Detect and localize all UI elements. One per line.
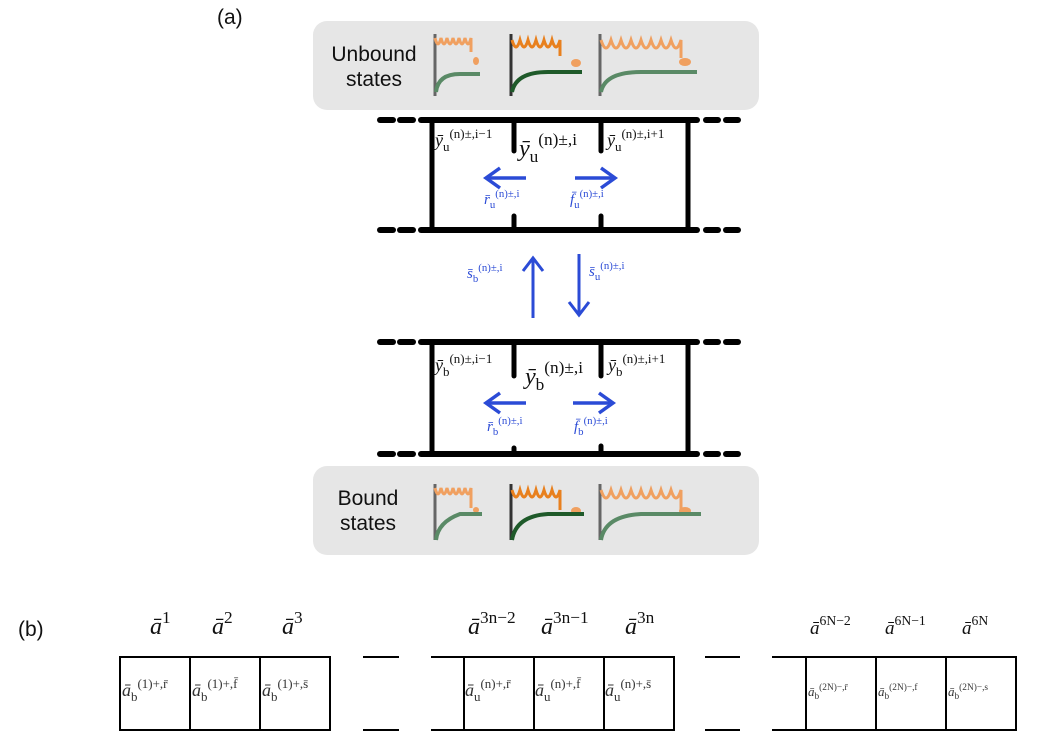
y-unbound-right-label: ȳu(n)±,i+1 (607, 125, 665, 154)
unbound-label-line2: states (345, 68, 403, 91)
panel-b-label: (b) (18, 618, 44, 641)
bound-states-box: Bound states (313, 466, 759, 555)
f-unbound-rate-label: f̄u(n)±,i (570, 187, 604, 211)
left-arrow-icon (482, 166, 526, 190)
array-index-header: ā3 (282, 607, 303, 640)
r-bound-rate-label: r̄b(n)±,i (487, 414, 523, 438)
array-cell: āu(n)+,f̄ (535, 675, 581, 704)
spring-potential-icon-small (433, 34, 480, 96)
y-unbound-center-label: ȳu(n)±,i (519, 129, 578, 167)
ellipsis-gap-2 (705, 656, 740, 731)
r-unbound-rate-label: r̄u(n)±,i (484, 187, 520, 211)
unbound-states-label: Unbound states (319, 42, 429, 92)
y-bound-left-label: ȳb(n)±,i−1 (435, 350, 493, 379)
f-bound-rate-label: f̄b(n)±,i (574, 414, 608, 438)
y-bound-right-label: ȳb(n)±,i+1 (608, 350, 666, 379)
bound-states-label: Bound states (313, 486, 423, 536)
unbound-label-line1: Unbound (331, 43, 417, 66)
array-index-header: ā3n−1 (541, 607, 589, 640)
array-cell: āu(n)+,r̄ (465, 675, 511, 704)
left-arrow-icon (482, 391, 526, 415)
up-arrow-icon (521, 255, 545, 318)
array-group-1 (119, 656, 331, 731)
spring-potential-icon-large (598, 484, 701, 541)
array-index-header: ā1 (150, 607, 171, 640)
array-box (463, 656, 675, 731)
array-index-header: ā6N−2 (810, 613, 851, 639)
array-index-header: ā6N (962, 613, 989, 639)
s-bound-rate-label: s̄b(n)±,i (467, 261, 503, 285)
array-cell: āb(2N)−,f (878, 682, 918, 703)
bound-label-line1: Bound (337, 487, 399, 510)
array-box (805, 656, 1017, 731)
array-cell: āb(1)+,r̄ (122, 675, 168, 704)
spring-potential-icon-small (433, 484, 482, 541)
array-cell: āb(1)+,s̄ (262, 675, 309, 704)
array-box (119, 656, 331, 731)
right-arrow-icon (573, 391, 617, 415)
bound-lattice (377, 339, 741, 457)
spring-potential-icon-medium (509, 484, 584, 541)
array-group-3 (772, 656, 1017, 731)
y-bound-center-label: ȳb(n)±,i (525, 357, 584, 395)
array-cell: āb(2N)−,r̄ (808, 682, 848, 703)
s-unbound-rate-label: s̄u(n)±,i (589, 259, 625, 283)
array-cell: āb(1)+,f̄ (192, 675, 238, 704)
down-arrow-icon (567, 254, 591, 318)
array-index-header: ā3n (625, 607, 655, 640)
right-arrow-icon (575, 166, 619, 190)
ellipsis-gap-1 (363, 656, 399, 731)
array-cell: āb(2N)−,s (948, 682, 989, 703)
spring-potential-icon-medium (509, 34, 582, 96)
y-unbound-left-label: ȳu(n)±,i−1 (435, 125, 493, 154)
array-cell: āu(n)+,s̄ (605, 675, 652, 704)
unbound-lattice (377, 117, 741, 233)
bound-label-line2: states (339, 512, 397, 535)
array-index-header: ā6N−1 (885, 613, 926, 639)
array-index-header: ā3n−2 (468, 607, 516, 640)
array-group-2 (431, 656, 675, 731)
array-index-header: ā2 (212, 607, 233, 640)
spring-potential-icon-large (598, 34, 697, 96)
panel-a-label: (a) (217, 6, 243, 29)
